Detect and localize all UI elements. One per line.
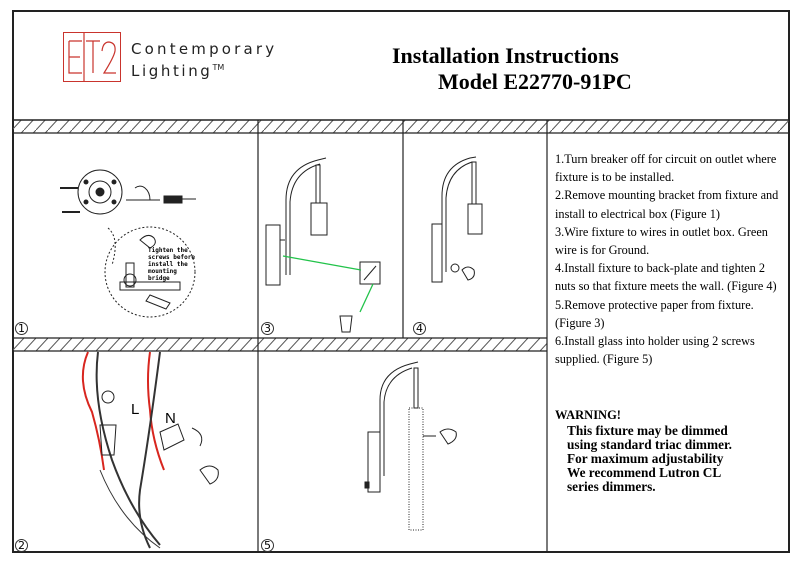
step-5: 5.Remove protective paper from fixture. … xyxy=(555,297,754,330)
warning-line-4: We recommend Lutron CL xyxy=(567,465,722,480)
figure-3-number: 3 xyxy=(261,322,274,335)
figure-1-number: 1 xyxy=(15,322,28,335)
document-frame xyxy=(12,10,790,553)
instruction-steps: 1.Turn breaker off for circuit on outlet… xyxy=(555,150,787,368)
top-hatch-band xyxy=(13,119,789,134)
step-1: 1.Turn breaker off for circuit on outlet… xyxy=(555,152,777,185)
warning-line-3: For maximum adjustability xyxy=(567,451,724,466)
brand-subtitle: LightingTM xyxy=(131,62,225,80)
et2-logo xyxy=(63,32,121,82)
figure-2-wiring xyxy=(81,351,219,549)
figure-4-number: 4 xyxy=(413,322,426,335)
figure-1-bracket xyxy=(60,169,196,318)
warning-text: This fixture may be dimmed using standar… xyxy=(567,424,792,494)
warning-line-2: using standard triac dimmer. xyxy=(567,437,732,452)
step-3: 3.Wire fixture to wires in outlet box. G… xyxy=(555,224,768,258)
figure-2-number: 2 xyxy=(15,539,28,552)
wire-label-l: L xyxy=(131,401,140,418)
middle-hatch-band xyxy=(13,337,547,352)
warning-heading: WARNING! xyxy=(555,408,621,422)
warning-line-5: series dimmers. xyxy=(567,479,656,494)
figure-5-number: 5 xyxy=(261,539,274,552)
panel-dividers xyxy=(257,120,548,553)
figure-5-fixture xyxy=(364,361,457,531)
et2-logo-glyph xyxy=(68,33,116,81)
warning-line-1: This fixture may be dimmed xyxy=(567,423,728,438)
step-4: 4.Install fixture to back-plate and tigh… xyxy=(555,261,777,294)
green-ground-wire xyxy=(282,255,374,313)
figure-1-note: Tighten the screws before install the mo… xyxy=(148,247,195,282)
step-2: 2.Remove mounting bracket from fixture a… xyxy=(555,188,779,221)
wire-label-n: N xyxy=(165,410,176,427)
figure-3-fixture xyxy=(265,157,381,333)
figure-4-fixture xyxy=(431,156,483,283)
brand-name: Contemporary xyxy=(131,40,278,58)
step-6: 6.Install glass into holder using 2 scre… xyxy=(555,334,755,367)
model-number: Model E22770-91PC xyxy=(438,69,632,94)
page-title: Installation Instructions xyxy=(392,43,619,68)
